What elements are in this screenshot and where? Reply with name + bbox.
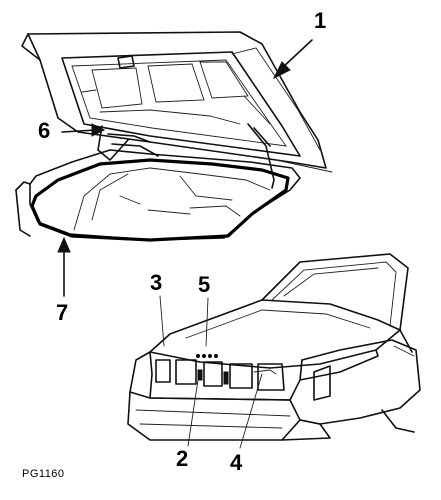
rear-car-drawing: [127, 253, 421, 441]
callout-6: 6: [38, 118, 51, 143]
leader-lines: [57, 39, 313, 449]
callout-5: 5: [198, 272, 211, 297]
figure-code: PG1160: [22, 468, 65, 480]
callout-1: 1: [314, 8, 327, 33]
callout-3: 3: [150, 270, 163, 295]
callout-7: 7: [56, 300, 69, 325]
callout-4: 4: [230, 450, 243, 475]
callout-2: 2: [176, 446, 189, 471]
trunk-lid-drawing: [15, 31, 333, 242]
